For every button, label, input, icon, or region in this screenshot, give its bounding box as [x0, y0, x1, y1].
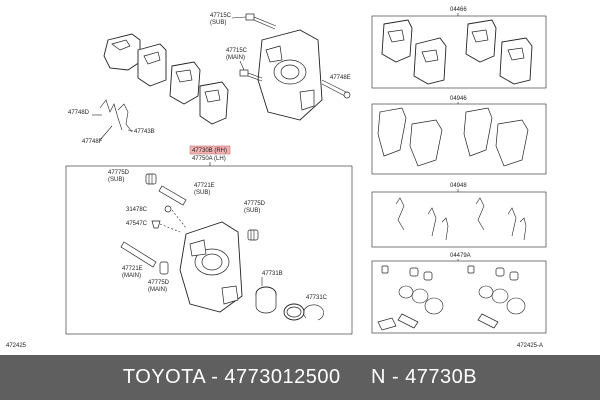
label-47775d-b: 47775D [244, 201, 266, 207]
label-04466: 04466 [450, 7, 467, 13]
panel-04948 [371, 191, 547, 248]
pin-47721e-b [120, 241, 169, 275]
label-47743b: 47743B [134, 129, 155, 135]
seal-47731c [283, 303, 324, 321]
label-47750a: 47750A (LH) [192, 156, 226, 162]
pad-kit-04466 [381, 19, 533, 85]
label-47547c: 47547C [126, 221, 148, 227]
panel-04479a [371, 260, 547, 334]
diagram-code-right: 472425-A [517, 343, 543, 349]
label-47748f: 47748F [82, 139, 103, 145]
label-31478c: 31478C [126, 207, 148, 213]
label-47748e: 47748E [330, 75, 351, 81]
label-47775d-c-tag: (MAIN) [148, 287, 167, 293]
label-47775d-a-tag: (SUB) [108, 177, 124, 183]
label-47721e-a-tag: (SUB) [194, 190, 210, 196]
label-47721e-b: 47721E [122, 266, 143, 272]
highlight-box [189, 145, 231, 155]
label-47775d-a: 47775D [108, 170, 130, 176]
label-47748d: 47748D [68, 110, 90, 116]
seal-kit-04479a [377, 265, 526, 331]
label-47721e-a: 47721E [194, 183, 215, 189]
caliper-upper [239, 13, 351, 121]
label-04948: 04948 [450, 183, 467, 189]
footer-text: TOYOTA - 4773012500 N - 47730B [122, 366, 478, 388]
boot-47775d-a [145, 173, 157, 185]
label-47775d-c: 47775D [148, 280, 170, 286]
label-47731b: 47731B [262, 271, 283, 277]
brake-pads-group [103, 33, 229, 125]
pin-47748e [321, 79, 351, 99]
caliper-body [179, 221, 243, 313]
bolt-sub [245, 13, 277, 30]
diagram-code-left: 472425 [6, 343, 27, 349]
label-04946: 04946 [450, 96, 467, 102]
label-04479a: 04479A [450, 253, 471, 259]
label-47775d-b-tag: (SUB) [244, 208, 260, 214]
shim-kit-04946 [377, 107, 529, 167]
clips-group [92, 99, 133, 133]
label-47715c-sub: 47715C [210, 13, 232, 19]
label-47715c-sub-tag: (SUB) [210, 20, 226, 26]
label-47715c-main: 47715C [226, 48, 248, 54]
panel-04946 [371, 103, 547, 175]
label-47721e-b-tag: (MAIN) [122, 273, 141, 279]
part-number-footer: TOYOTA - 4773012500 N - 47730B [0, 355, 600, 400]
label-47731c: 47731C [306, 295, 328, 301]
clip-kit-04948 [395, 197, 527, 241]
panel-04466 [371, 15, 547, 89]
label-47715c-main-tag: (MAIN) [226, 55, 245, 61]
caliper-assembly-box [65, 165, 353, 335]
piston-47731b [255, 286, 277, 314]
parts-diagram: 47715C (SUB) 47715C (MAIN) 47748E 47748D… [6, 7, 547, 349]
label-47730b: 47730B (RH) [192, 148, 227, 154]
bleeder-31478c [164, 205, 172, 213]
boot-47775d-b [247, 229, 259, 241]
pin-47721e-a [158, 185, 187, 206]
cap-47547c [151, 220, 161, 229]
